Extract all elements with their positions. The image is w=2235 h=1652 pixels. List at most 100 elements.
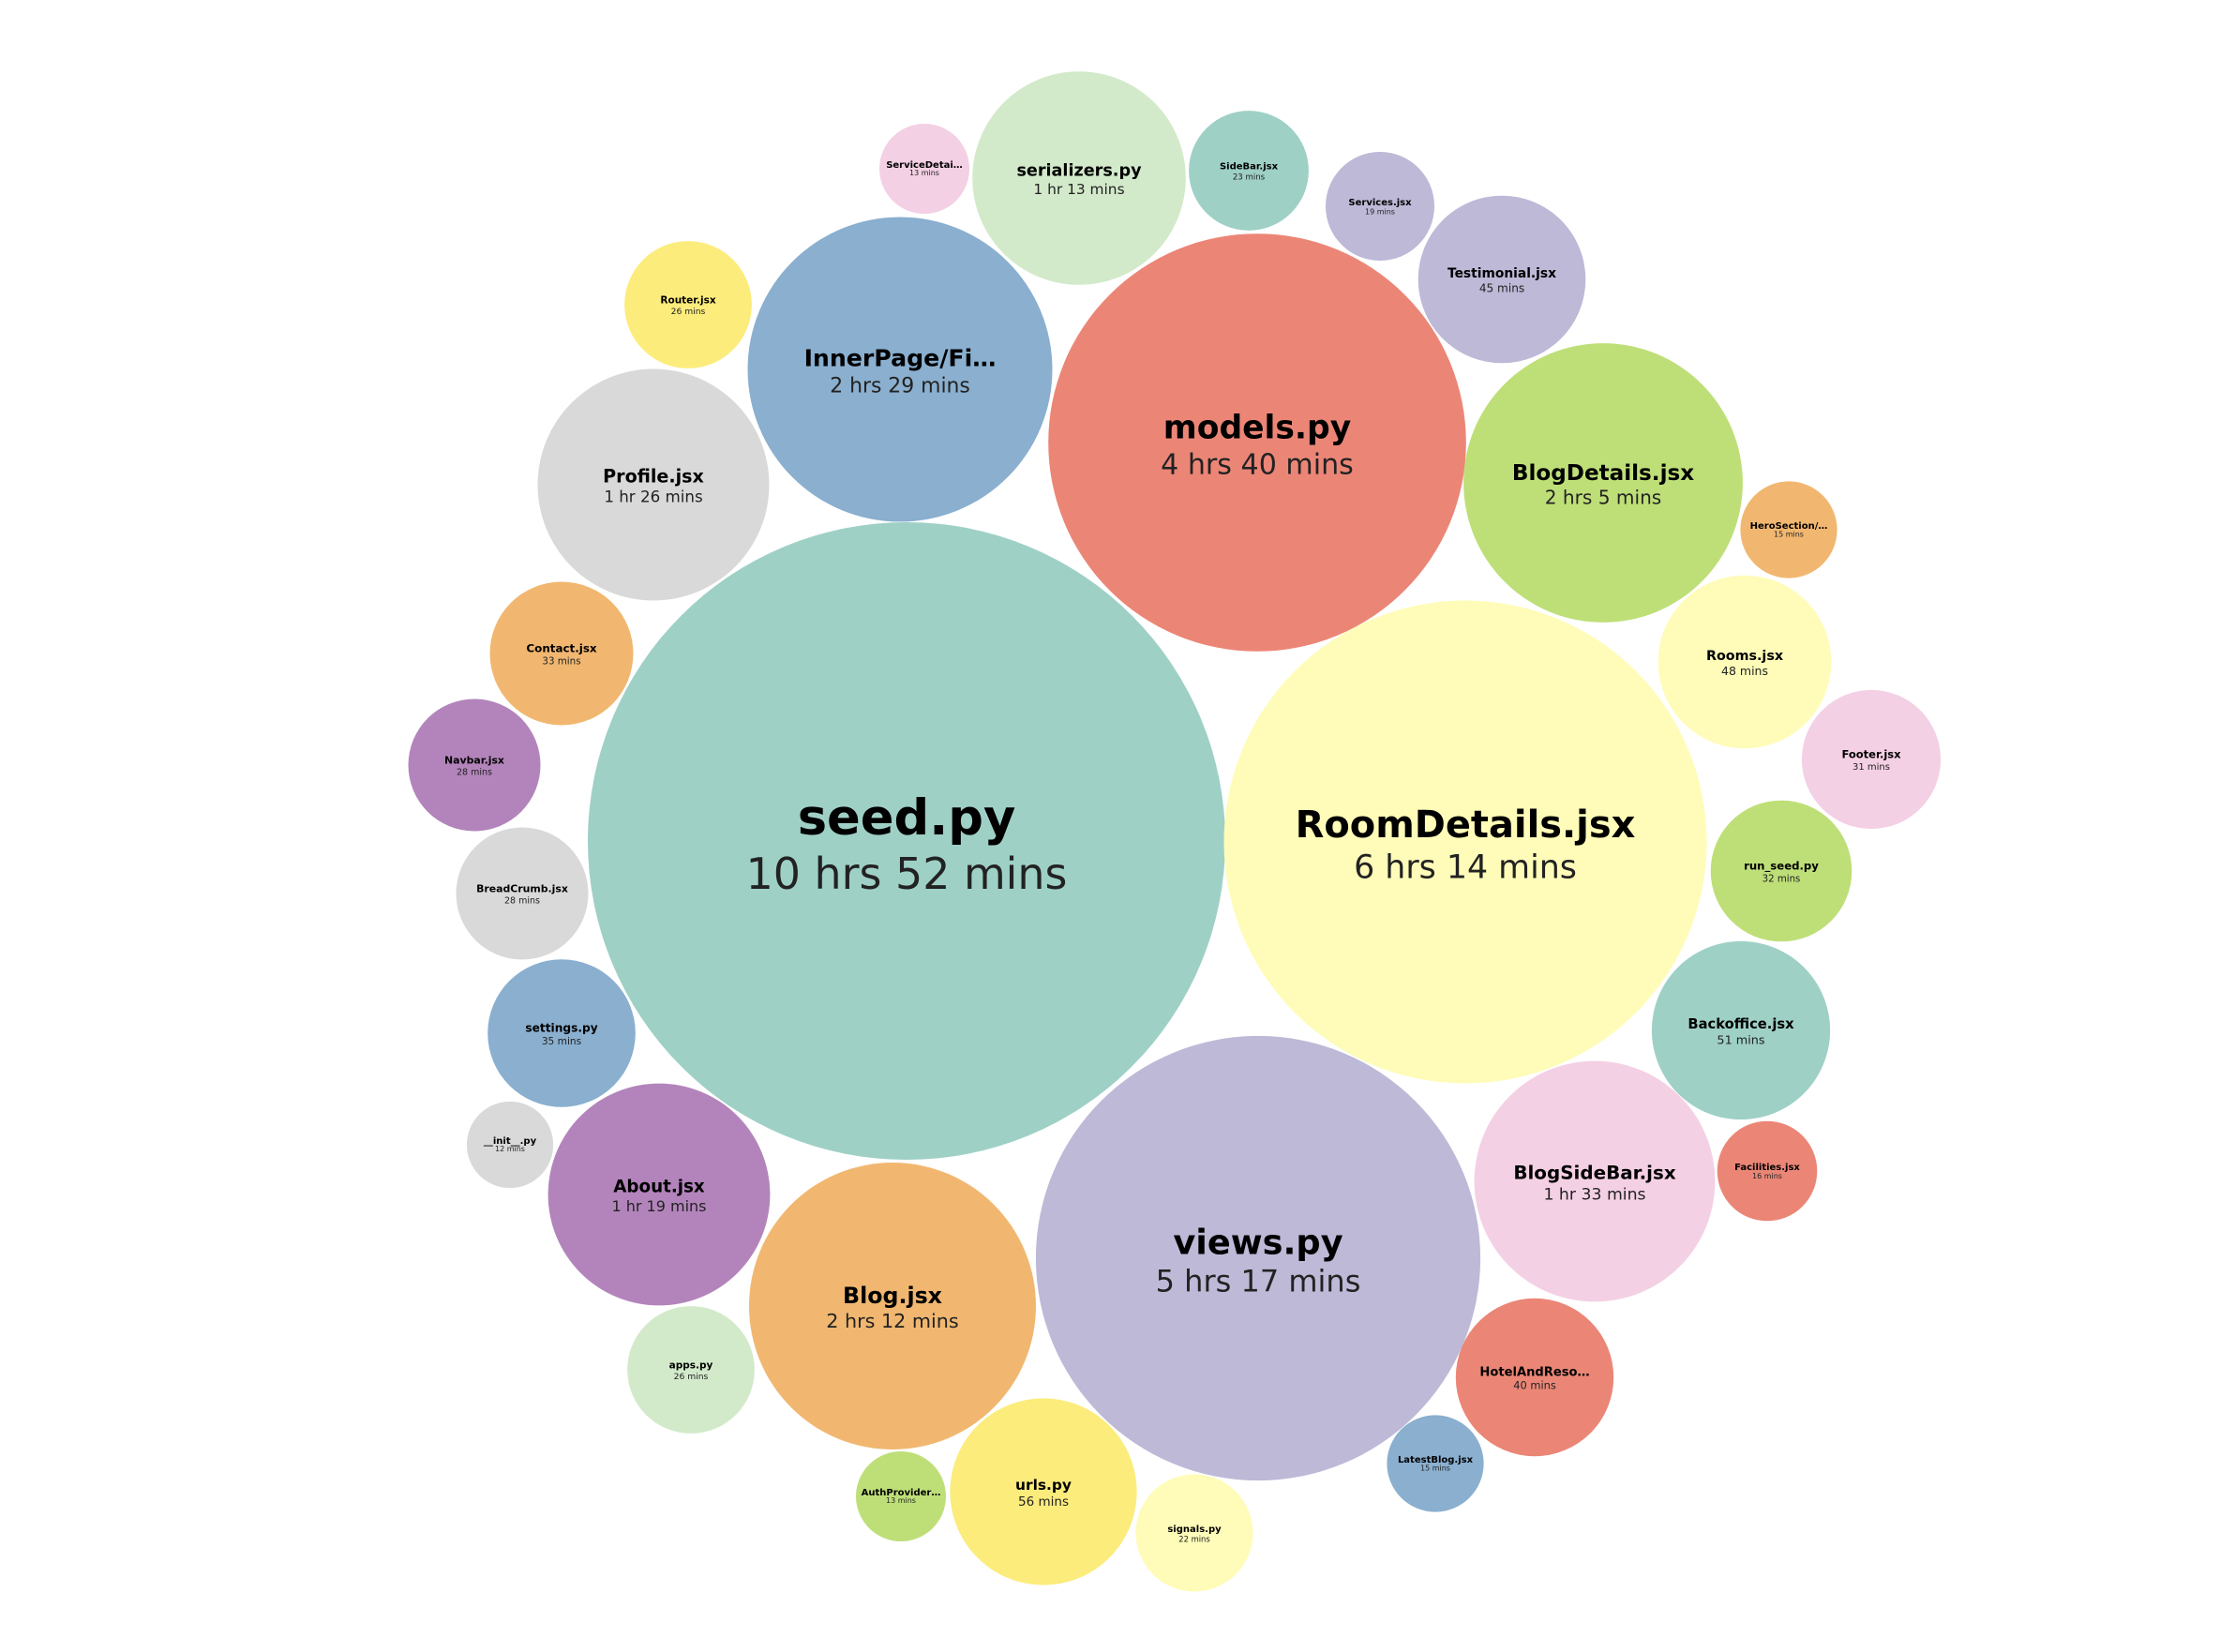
bubble-circle-router-jsx[interactable] bbox=[624, 241, 752, 368]
bubble-circle-blog-jsx[interactable] bbox=[749, 1163, 1036, 1449]
bubble-circle-hotelandreso[interactable] bbox=[1455, 1298, 1614, 1457]
bubble-circle-apps-py[interactable] bbox=[627, 1306, 755, 1434]
bubble-circle-innerpage-fi[interactable] bbox=[747, 217, 1053, 522]
bubble-circle-services-jsx[interactable] bbox=[1326, 152, 1434, 261]
bubble-circle-herosection[interactable] bbox=[1740, 481, 1838, 578]
bubble-circle-signals-py[interactable] bbox=[1135, 1474, 1253, 1592]
bubble-label-herosection: HeroSection/… bbox=[1750, 521, 1828, 532]
bubble-authprovider[interactable]: AuthProvider…13 mins bbox=[856, 1451, 946, 1541]
bubble-circle-contact-jsx[interactable] bbox=[489, 581, 634, 726]
bubble-label-servicedetai: ServiceDetai… bbox=[886, 160, 963, 171]
bubble-label-hotelandreso: HotelAndReso… bbox=[1479, 1365, 1589, 1379]
bubble-circle-footer-jsx[interactable] bbox=[1801, 689, 1942, 830]
bubble-herosection[interactable]: HeroSection/…15 mins bbox=[1740, 481, 1838, 578]
bubble-duration-serializers-py: 1 hr 13 mins bbox=[1033, 181, 1124, 198]
bubble-label-contact-jsx: Contact.jsx bbox=[526, 642, 596, 655]
bubble-circle-blogdetails-jsx[interactable] bbox=[1463, 343, 1743, 623]
bubble-circle-roomdetails-jsx[interactable] bbox=[1223, 600, 1707, 1084]
bubble-label-settings-py: settings.py bbox=[525, 1021, 597, 1034]
bubble-circle-authprovider[interactable] bbox=[856, 1451, 946, 1541]
bubble-duration-facilities-jsx: 16 mins bbox=[1752, 1172, 1782, 1180]
bubble-label-about-jsx: About.jsx bbox=[613, 1178, 705, 1197]
bubble-label-innerpage-fi: InnerPage/Fi… bbox=[804, 345, 997, 372]
bubble-circle-breadcrumb-jsx[interactable] bbox=[456, 827, 589, 960]
bubble-duration-roomdetails-jsx: 6 hrs 14 mins bbox=[1354, 849, 1577, 887]
bubble-label-blogdetails-jsx: BlogDetails.jsx bbox=[1512, 461, 1694, 486]
bubble-duration-models-py: 4 hrs 40 mins bbox=[1161, 448, 1354, 481]
bubble-circle-serializers-py[interactable] bbox=[972, 71, 1186, 285]
bubble-label-backoffice-jsx: Backoffice.jsx bbox=[1688, 1016, 1794, 1032]
bubble-label-breadcrumb-jsx: BreadCrumb.jsx bbox=[476, 883, 568, 895]
bubble-circle-settings-py[interactable] bbox=[488, 959, 636, 1107]
bubble-duration-footer-jsx: 31 mins bbox=[1852, 762, 1890, 773]
bubble-label-apps-py: apps.py bbox=[669, 1360, 713, 1372]
bubble-circle-backoffice-jsx[interactable] bbox=[1651, 940, 1831, 1120]
bubble-hotelandreso[interactable]: HotelAndReso…40 mins bbox=[1455, 1298, 1614, 1457]
bubble-duration-seed-py: 10 hrs 52 mins bbox=[746, 849, 1068, 899]
bubble-circle-views-py[interactable] bbox=[1035, 1035, 1481, 1481]
bubble-circle-latestblog-jsx[interactable] bbox=[1387, 1415, 1484, 1512]
bubble-circle-blogsidebar-jsx[interactable] bbox=[1474, 1060, 1716, 1302]
bubble-serializers-py[interactable]: serializers.py1 hr 13 mins bbox=[972, 71, 1186, 285]
bubble-circle-facilities-jsx[interactable] bbox=[1717, 1120, 1818, 1222]
bubble-circle-sidebar-jsx[interactable] bbox=[1189, 111, 1309, 231]
bubble-circle-init-py[interactable] bbox=[466, 1101, 554, 1189]
bubble-label-navbar-jsx: Navbar.jsx bbox=[444, 755, 504, 767]
bubble-label-init-py: __init__.py bbox=[484, 1136, 537, 1147]
bubble-models-py[interactable]: models.py4 hrs 40 mins bbox=[1048, 233, 1466, 652]
bubble-duration-router-jsx: 26 mins bbox=[671, 307, 706, 317]
bubble-duration-sidebar-jsx: 23 mins bbox=[1233, 173, 1266, 183]
bubble-label-profile-jsx: Profile.jsx bbox=[603, 466, 704, 488]
bubble-circle-servicedetai[interactable] bbox=[879, 124, 969, 214]
bubble-circle-seed-py[interactable] bbox=[588, 522, 1225, 1160]
bubble-label-run-seed-py: run_seed.py bbox=[1744, 860, 1819, 874]
bubble-circle-navbar-jsx[interactable] bbox=[408, 698, 541, 832]
bubble-circle-urls-py[interactable] bbox=[950, 1398, 1137, 1585]
bubble-duration-innerpage-fi: 2 hrs 29 mins bbox=[830, 374, 970, 398]
bubble-label-urls-py: urls.py bbox=[1015, 1477, 1072, 1494]
bubble-circle-run-seed-py[interactable] bbox=[1710, 800, 1852, 942]
bubble-duration-contact-jsx: 33 mins bbox=[542, 656, 580, 668]
bubble-duration-servicedetai: 13 mins bbox=[909, 169, 939, 177]
bubble-circle-rooms-jsx[interactable] bbox=[1658, 575, 1832, 749]
bubble-servicedetai[interactable]: ServiceDetai…13 mins bbox=[879, 124, 969, 214]
bubble-label-models-py: models.py bbox=[1163, 410, 1351, 447]
bubble-innerpage-fi[interactable]: InnerPage/Fi…2 hrs 29 mins bbox=[747, 217, 1053, 522]
bubble-label-facilities-jsx: Facilities.jsx bbox=[1734, 1163, 1800, 1173]
bubble-circle-about-jsx[interactable] bbox=[548, 1083, 771, 1306]
bubble-views-py[interactable]: views.py5 hrs 17 mins bbox=[1035, 1035, 1481, 1481]
bubble-duration-init-py: 12 mins bbox=[495, 1145, 525, 1153]
bubble-circle-profile-jsx[interactable] bbox=[537, 368, 770, 601]
bubble-duration-blogsidebar-jsx: 1 hr 33 mins bbox=[1543, 1185, 1645, 1204]
bubble-circle-testimonial-jsx[interactable] bbox=[1418, 195, 1586, 364]
bubble-circle-models-py[interactable] bbox=[1048, 233, 1466, 652]
bubble-duration-herosection: 15 mins bbox=[1774, 531, 1804, 539]
bubble-duration-blog-jsx: 2 hrs 12 mins bbox=[826, 1310, 958, 1332]
